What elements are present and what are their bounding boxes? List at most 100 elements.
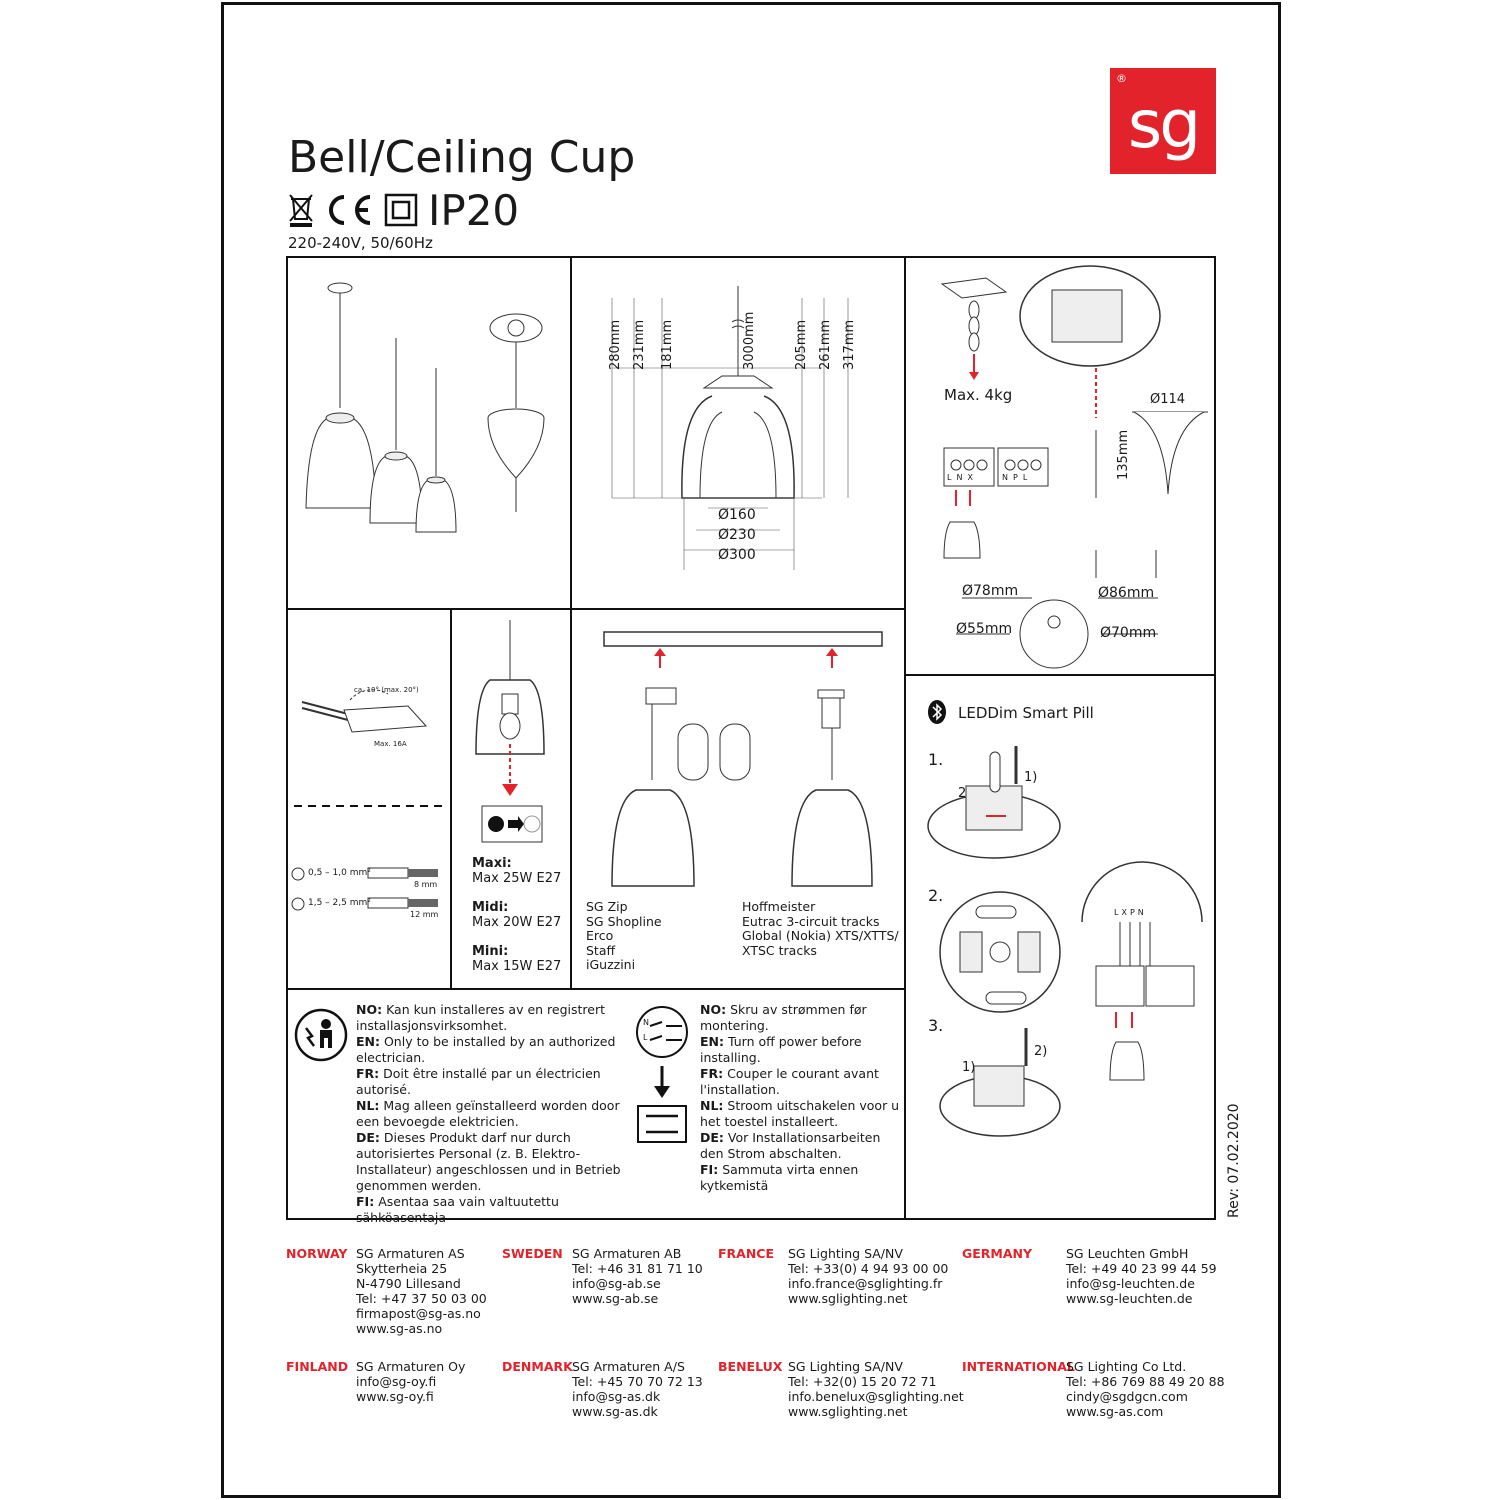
- wire-small-gauge: 0,5 – 1,0 mm²: [308, 868, 371, 878]
- step-3-tag-2: 2): [1034, 1044, 1048, 1059]
- bulb-change-drawing: [475, 620, 545, 843]
- contact-line: Tel: +33(0) 4 94 93 00 00: [788, 1261, 949, 1276]
- switch-label-n: N: [643, 1018, 649, 1027]
- contact-address: SG Lighting Co Ltd.Tel: +86 769 88 49 20…: [1066, 1359, 1225, 1419]
- smart-pill-drawing: [927, 746, 1203, 1137]
- bulb-maxi-label: Maxi:: [472, 856, 512, 871]
- sg-logo: ® sg: [1110, 68, 1216, 174]
- panel-safety-warnings: NO: Kan kun installeres av en registrert…: [286, 988, 906, 1225]
- revision-date: Rev: 07.02.2020: [1226, 1103, 1242, 1218]
- panel-wiring: ca. 10° (max. 20°) Max. 16A 0,5 – 1,0 mm…: [286, 608, 452, 990]
- contact-line: info@sg-as.dk: [572, 1389, 661, 1404]
- product-title: Bell/Ceiling Cup: [288, 132, 636, 183]
- height-label-231: 231mm: [632, 319, 647, 370]
- step-3-tag-1: 1): [962, 1060, 976, 1075]
- contact-line: www.sg-as.com: [1066, 1404, 1164, 1419]
- step-1-tag-1: 1): [1024, 770, 1038, 785]
- contact-line: Tel: +32(0) 15 20 72 71: [788, 1374, 937, 1389]
- terminal-left-labels: LNX: [947, 473, 978, 482]
- hole-55-label: Ø55mm: [956, 621, 1013, 637]
- contact-line: www.sg-as.no: [356, 1321, 443, 1336]
- double-insulation-icon: [384, 193, 418, 227]
- connector-top-labels: LXPN: [1114, 908, 1147, 917]
- contact-line: SG Armaturen A/S: [572, 1359, 685, 1374]
- track-list-left: SG Zip SG Shopline Erco Staff iGuzzini: [586, 899, 662, 972]
- bulb-list: Maxi:Max 25W E27 Midi:Max 20W E27 Mini:M…: [472, 856, 561, 974]
- contact-line: info@sg-leuchten.de: [1066, 1276, 1195, 1291]
- tilt-angle-label: ca. 10° (max. 20°): [354, 686, 419, 694]
- contact-country: GERMANY: [962, 1246, 1033, 1261]
- contact-line: Tel: +45 70 70 72 13: [572, 1374, 703, 1389]
- terminal-right-labels: NPL: [1002, 473, 1033, 482]
- bulb-mini-label: Mini:: [472, 944, 509, 959]
- contact-line: SG Armaturen AS: [356, 1246, 465, 1261]
- height-label-261: 261mm: [818, 319, 833, 370]
- registered-mark: ®: [1116, 72, 1127, 85]
- pendant-family-drawing: [305, 282, 545, 533]
- contact-country: NORWAY: [286, 1246, 348, 1261]
- contact-line: Skytterheia 25: [356, 1261, 448, 1276]
- contact-line: www.sg-ab.se: [572, 1291, 659, 1306]
- panel-dimensions: 280mm 231mm 181mm 3000mm 205mm 261mm 317…: [570, 256, 906, 610]
- contact-line: info@sg-oy.fi: [356, 1374, 437, 1389]
- contact-line: Tel: +49 40 23 99 44 59: [1066, 1261, 1217, 1276]
- track-list-right: Hoffmeister Eutrac 3-circuit tracks Glob…: [742, 899, 899, 958]
- weee-bin-icon: [289, 194, 313, 227]
- panel-product-overview: [286, 256, 572, 610]
- panel-ceiling-installation: Max. 4kg Ø114 135mm LNX NPL Ø78mm Ø86mm …: [904, 256, 1216, 676]
- electrician-icon: [294, 1008, 348, 1062]
- diameter-label-160: Ø160: [718, 507, 756, 523]
- diameter-label-230: Ø230: [718, 527, 756, 543]
- contact-line: www.sglighting.net: [788, 1404, 908, 1419]
- track-adapter-drawing: [603, 631, 883, 887]
- power-off-icon: [636, 1006, 688, 1143]
- bulb-mini-value: Max 15W E27: [472, 959, 562, 974]
- bluetooth-icon: [928, 700, 946, 724]
- contact-line: cindy@sgdgcn.com: [1066, 1389, 1188, 1404]
- contact-line: www.sg-oy.fi: [356, 1389, 434, 1404]
- ceiling-install-drawing: [940, 265, 1208, 669]
- contact-country: INTERNATIONAL: [962, 1359, 1075, 1374]
- step-2-number: 2.: [928, 886, 944, 905]
- contact-line: www.sg-as.dk: [572, 1404, 658, 1419]
- certification-marks: IP20: [288, 185, 520, 235]
- panel-smart-pill: LEDDim Smart Pill 1. 2. 3. 1) 2) 1) 2): [904, 674, 1216, 1220]
- wiring-drawing: [291, 689, 444, 911]
- hole-86-label: Ø86mm: [1098, 585, 1155, 601]
- dimension-drawing: [611, 286, 849, 570]
- contact-line: N-4790 Lillesand: [356, 1276, 461, 1291]
- contact-line: www.sglighting.net: [788, 1291, 908, 1306]
- contact-line: SG Lighting Co Ltd.: [1066, 1359, 1187, 1374]
- switch-label-l: L: [643, 1033, 648, 1042]
- contact-line: SG Leuchten GmbH: [1066, 1246, 1189, 1261]
- contact-line: Tel: +86 769 88 49 20 88: [1066, 1374, 1225, 1389]
- panel-track-adapters: SG Zip SG Shopline Erco Staff iGuzzini H…: [570, 608, 906, 990]
- strip-large-length: 12 mm: [410, 910, 439, 919]
- contact-country: SWEDEN: [502, 1246, 563, 1261]
- hole-78-label: Ø78mm: [962, 583, 1019, 599]
- height-label-280: 280mm: [608, 319, 623, 370]
- contact-line: SG Armaturen AB: [572, 1246, 682, 1261]
- logo-text: sg: [1127, 86, 1201, 163]
- height-label-205: 205mm: [794, 319, 809, 370]
- contact-line: info@sg-ab.se: [572, 1276, 661, 1291]
- max-weight-label: Max. 4kg: [944, 386, 1013, 404]
- contact-country: FRANCE: [718, 1246, 775, 1261]
- ip-rating: IP20: [428, 185, 520, 235]
- contact-line: Tel: +47 37 50 03 00: [356, 1291, 487, 1306]
- height-label-317: 317mm: [842, 319, 857, 370]
- ce-mark-icon: [329, 195, 371, 225]
- panel-bulb: Maxi:Max 25W E27 Midi:Max 20W E27 Mini:M…: [450, 608, 572, 990]
- contact-country: BENELUX: [718, 1359, 783, 1374]
- max-current-label: Max. 16A: [374, 740, 407, 748]
- cable-length-label: 3000mm: [742, 311, 757, 370]
- contact-line: SG Lighting SA/NV: [788, 1246, 903, 1261]
- contact-line: SG Lighting SA/NV: [788, 1359, 903, 1374]
- contact-line: Tel: +46 31 81 71 10: [572, 1261, 703, 1276]
- cup-diameter-label: Ø114: [1150, 392, 1186, 407]
- voltage-rating: 220-240V, 50/60Hz: [288, 234, 433, 252]
